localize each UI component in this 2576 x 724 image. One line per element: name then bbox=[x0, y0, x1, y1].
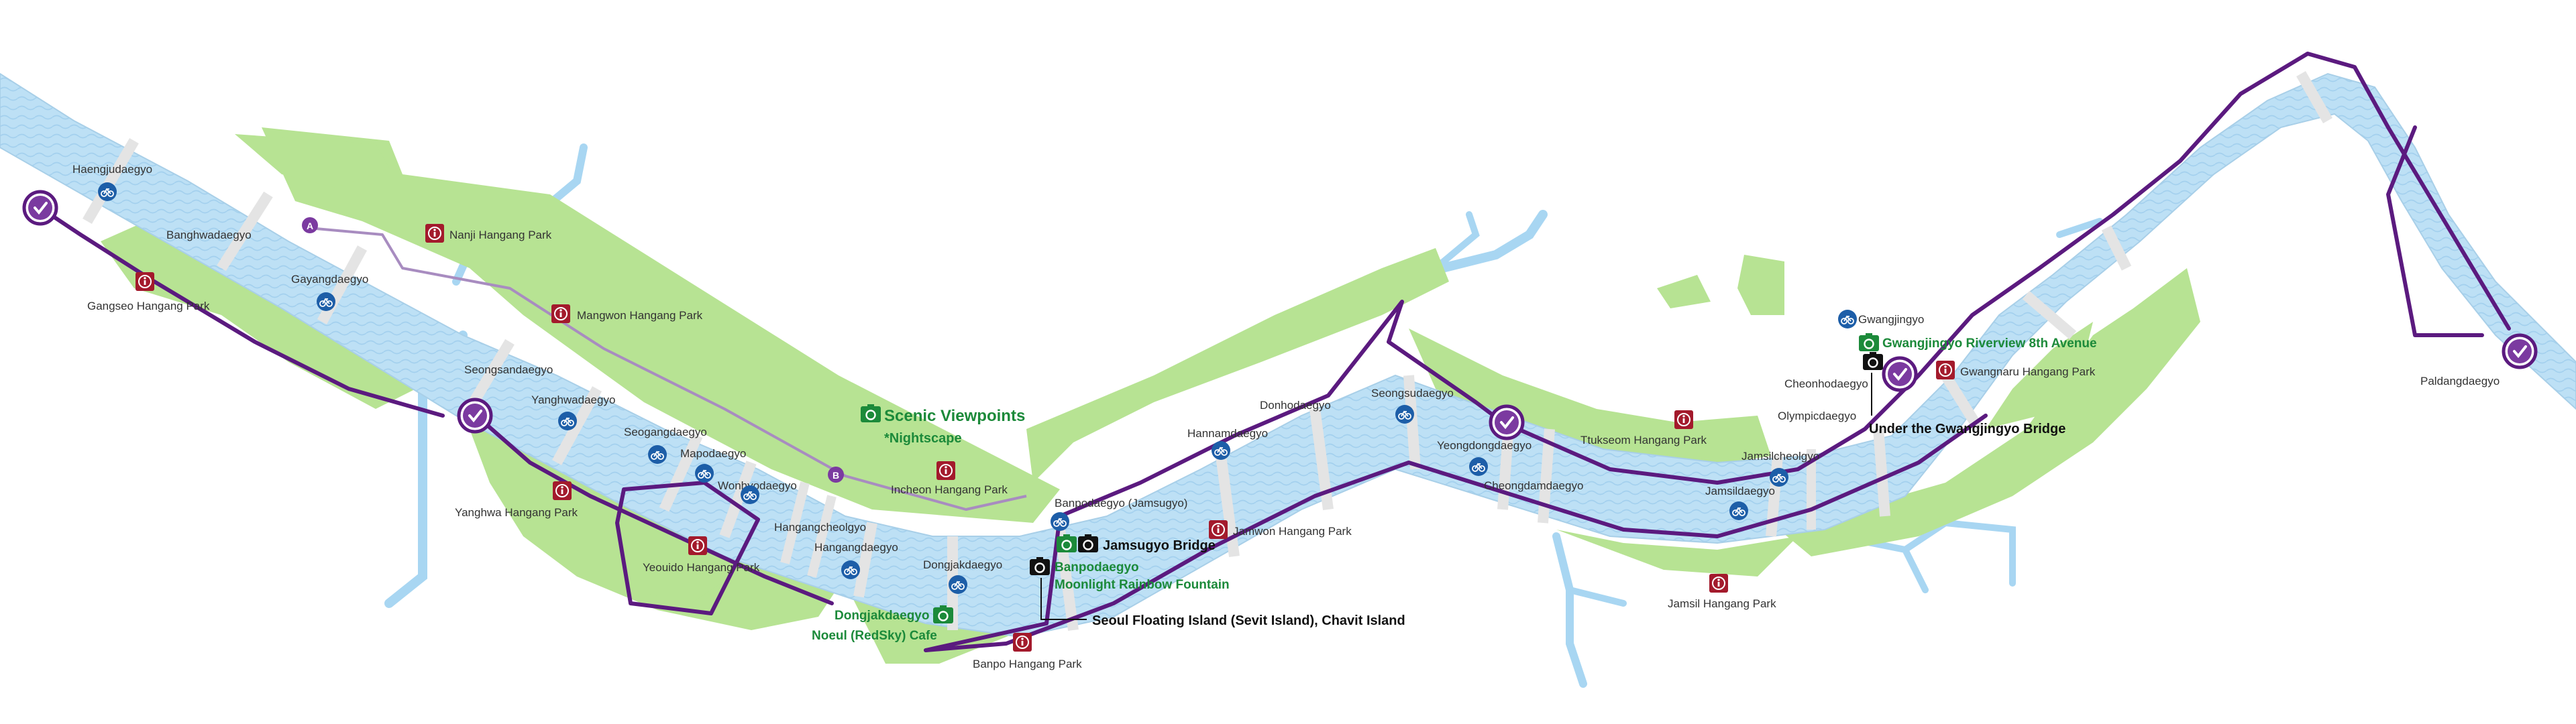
bike-icon bbox=[1395, 404, 1415, 424]
label-mangwon-hangang-park: Mangwon Hangang Park bbox=[577, 309, 703, 322]
bike-icon bbox=[1468, 457, 1489, 477]
label-gangseo-hangang-park: Gangseo Hangang Park bbox=[87, 300, 210, 312]
label-hannamdaegyo: Hannamdaegyo bbox=[1187, 427, 1268, 440]
label-jamwon-hangang-park: Jamwon Hangang Park bbox=[1233, 525, 1352, 538]
info-icon bbox=[1709, 573, 1729, 593]
label-dongjakdaegyo: Dongjakdaegyo bbox=[923, 558, 1002, 571]
label-yeouido-hangang-park: Yeouido Hangang Park bbox=[643, 561, 760, 574]
label-seongsudaegyo: Seongsudaegyo bbox=[1371, 387, 1454, 400]
label-olympicdaegyo: Olympicdaegyo bbox=[1778, 410, 1856, 422]
bike-icon bbox=[1769, 467, 1789, 487]
label-yeongdongdaegyo: Yeongdongdaegyo bbox=[1437, 439, 1532, 452]
checkpoint-icon bbox=[24, 192, 56, 224]
label-jamsildaegyo: Jamsildaegyo bbox=[1705, 485, 1775, 497]
label-banpodaegyo-jamsugyo: Banpodaegyo (Jamsugyo) bbox=[1055, 497, 1187, 509]
checkpoint-icon bbox=[1884, 358, 1916, 390]
camera-green-icon bbox=[932, 604, 955, 625]
camera-black-icon bbox=[1077, 533, 1099, 554]
scenic-floating-island: Seoul Floating Island (Sevit Island), Ch… bbox=[1092, 613, 1405, 628]
info-icon bbox=[552, 481, 572, 501]
info-icon bbox=[1674, 410, 1694, 430]
bike-icon bbox=[841, 560, 861, 580]
info-icon bbox=[551, 304, 571, 324]
info-icon bbox=[1012, 632, 1032, 652]
label-jamsil-hangang-park: Jamsil Hangang Park bbox=[1668, 597, 1776, 610]
label-seogangdaegyo: Seogangdaegyo bbox=[624, 426, 707, 438]
label-yanghwadaegyo: Yanghwadaegyo bbox=[531, 394, 615, 406]
bike-icon bbox=[948, 575, 968, 595]
label-gayangdaegyo: Gayangdaegyo bbox=[291, 273, 368, 286]
camera-green-icon bbox=[859, 403, 882, 424]
info-icon bbox=[936, 461, 956, 481]
label-cheonhodaegyo: Cheonhodaegyo bbox=[1784, 377, 1868, 390]
label-banghwadaegyo: Banghwadaegyo bbox=[166, 229, 252, 241]
legend-title: Scenic Viewpoints bbox=[884, 407, 1025, 425]
label-gwangnaru-hangang-park: Gwangnaru Hangang Park bbox=[1960, 365, 2096, 378]
scenic-legend: Scenic Viewpoints *Nightscape bbox=[859, 403, 1025, 446]
info-icon bbox=[688, 536, 708, 556]
label-nanji-hangang-park: Nanji Hangang Park bbox=[449, 229, 552, 241]
scenic-viewpoints: Dongjakdaegyo Noeul (RedSky) Cafe Jamsug… bbox=[812, 332, 2097, 643]
label-donhodaegyo: Donhodaegyo bbox=[1260, 399, 1331, 412]
label-hangangcheolgyo: Hangangcheolgyo bbox=[774, 521, 866, 534]
point-a-label: A bbox=[307, 221, 313, 231]
bike-icon bbox=[1211, 440, 1231, 461]
scenic-dongjakdaegyo: Dongjakdaegyo bbox=[835, 609, 929, 623]
legend-subtitle: *Nightscape bbox=[884, 431, 962, 446]
bike-icon bbox=[1729, 501, 1749, 521]
camera-green-icon bbox=[1055, 533, 1078, 554]
checkpoint-icon bbox=[2504, 335, 2536, 367]
label-seongsandaegyo: Seongsandaegyo bbox=[464, 363, 553, 376]
scenic-moonlight-rainbow-fountain: Moonlight Rainbow Fountain bbox=[1055, 578, 1230, 592]
secondary-route bbox=[308, 227, 1027, 511]
bike-icon bbox=[557, 411, 578, 431]
label-incheon-hangang-park: Incheon Hangang Park bbox=[891, 483, 1008, 496]
bike-icon bbox=[1050, 511, 1070, 532]
bike-icon bbox=[647, 444, 667, 465]
park-markers: Nanji Hangang Park Gangseo Hangang Park … bbox=[87, 223, 2096, 670]
point-b-label: B bbox=[833, 470, 839, 481]
label-wonhyodaegyo: Wonhyodaegyo bbox=[718, 479, 797, 492]
bridge-labels: Haengjudaegyo Banghwadaegyo Gayangdaegyo… bbox=[72, 163, 2500, 571]
info-icon bbox=[425, 223, 445, 243]
checkpoint-icon bbox=[459, 400, 491, 432]
bike-icon bbox=[694, 463, 714, 483]
label-banpo-hangang-park: Banpo Hangang Park bbox=[973, 658, 1082, 670]
camera-black-icon bbox=[1028, 556, 1051, 577]
label-jamsilcheolgyo: Jamsilcheolgyo bbox=[1741, 450, 1819, 463]
scenic-banpodaegyo: Banpodaegyo bbox=[1055, 560, 1139, 575]
scenic-gwangjingyo-riverview: Gwangjingyo Riverview 8th Avenue bbox=[1882, 337, 2097, 351]
label-ttukseom-hangang-park: Ttukseom Hangang Park bbox=[1580, 434, 1707, 446]
label-cheongdamdaegyo: Cheongdamdaegyo bbox=[1484, 479, 1583, 492]
info-icon bbox=[1208, 520, 1228, 540]
label-haengjudaegyo: Haengjudaegyo bbox=[72, 163, 152, 176]
han-river bbox=[0, 72, 2576, 638]
label-hangangdaegyo: Hangangdaegyo bbox=[814, 541, 898, 554]
label-yanghwa-hangang-park: Yanghwa Hangang Park bbox=[455, 506, 578, 519]
label-gwangjingyo: Gwangjingyo bbox=[1858, 313, 1924, 326]
scenic-under-gwangjingyo: Under the Gwangjingyo Bridge bbox=[1869, 422, 2065, 436]
bike-icon bbox=[316, 292, 336, 312]
scenic-jamsugyo-bridge: Jamsugyo Bridge bbox=[1103, 538, 1216, 553]
bike-icon bbox=[740, 485, 760, 505]
info-icon bbox=[1935, 360, 1955, 380]
bike-icon bbox=[1837, 309, 1858, 329]
scenic-noeul-cafe: Noeul (RedSky) Cafe bbox=[812, 629, 937, 643]
camera-green-icon bbox=[1858, 332, 1880, 353]
point-markers: A B bbox=[302, 217, 844, 483]
camera-black-icon bbox=[1862, 351, 1884, 371]
checkpoint-icon bbox=[1491, 406, 1523, 438]
bike-icon bbox=[97, 182, 117, 202]
label-mapodaegyo: Mapodaegyo bbox=[680, 447, 746, 460]
info-icon bbox=[135, 272, 155, 292]
label-paldangdaegyo: Paldangdaegyo bbox=[2420, 375, 2500, 387]
